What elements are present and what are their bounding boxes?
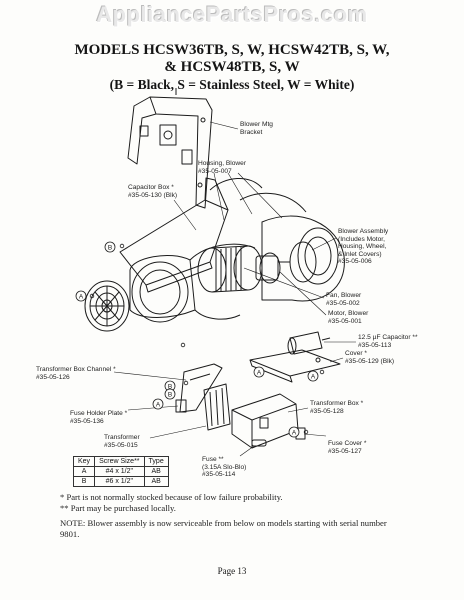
col-header-type: Type [143, 456, 169, 467]
col-header-screw-size: Screw Size** [94, 456, 145, 467]
capacitor-box-drawing [119, 177, 229, 293]
blower-assembly-drawing [209, 177, 345, 302]
callout-b: B [168, 384, 172, 391]
table-row: B #6 x 1/2" AB [72, 476, 169, 487]
label-transformer: Transformer #35-05-015 [104, 434, 140, 449]
table-cell: #4 x 1/2" [94, 466, 145, 477]
label-blower-assembly: Blower Assembly (Includes Motor, Housing… [338, 228, 389, 266]
table-header-row: Key Screw Size** Type [72, 456, 169, 467]
label-transformer-box: Transformer Box * #35-05-128 [310, 400, 364, 415]
table-cell: AB [143, 466, 169, 477]
page-number: Page 13 [217, 566, 247, 576]
label-transformer-channel: Transformer Box Channel * #35-05-126 [36, 366, 116, 381]
table-cell: B [72, 476, 96, 487]
label-cover: Cover * #35-05-129 (Blk) [345, 350, 395, 365]
screw-key-table: Key Screw Size** Type A #4 x 1/2" AB B #… [72, 456, 169, 487]
fuse-drawing [251, 439, 267, 447]
service-note-line1: NOTE: Blower assembly is now serviceable… [60, 518, 387, 528]
label-fuse-holder-plate: Fuse Holder Plate * #35-05-136 [70, 410, 128, 425]
label-fan: Fan, Blower #35-05-002 [326, 292, 362, 307]
label-capacitor: 12.5 µF Capacitor ** #35-05-113 [358, 334, 418, 349]
table-row: A #4 x 1/2" AB [72, 466, 169, 477]
service-note-line2: 9801. [60, 529, 80, 539]
label-blower-bracket: Blower Mtg Bracket [240, 121, 273, 136]
leader-lines [113, 121, 356, 457]
label-fuse-cover: Fuse Cover * #35-05-127 [328, 440, 367, 455]
watermark: AppliancePartsPros.com [96, 2, 368, 27]
blower-bracket-drawing [127, 88, 213, 209]
callout-a: A [292, 430, 297, 437]
color-legend-line: (B = Black, S = Stainless Steel, W = Whi… [109, 77, 355, 92]
label-motor: Motor, Blower #35-05-001 [328, 310, 369, 325]
table-cell: A [72, 466, 96, 477]
label-fuse: Fuse ** (3.15A Slo-Blo) #35-05-114 [202, 456, 247, 479]
table-cell: AB [143, 476, 169, 487]
label-housing: Housing, Blower #35-05-007 [198, 160, 247, 175]
screws [89, 243, 325, 435]
inlet-grille-drawing [84, 280, 130, 332]
table-cell: #6 x 1/2" [94, 476, 145, 487]
callout-b: B [168, 392, 172, 399]
footnote-not-stocked: * Part is not normally stocked because o… [60, 492, 283, 502]
models-title-line2: & HCSW48TB, S, W [164, 59, 300, 75]
models-title-line1: MODELS HCSW36TB, S, W, HCSW42TB, S, W, [74, 42, 390, 58]
callout-a: A [156, 402, 161, 409]
callout-a: A [311, 374, 316, 381]
footnote-local-purchase: ** Part may be purchased locally. [60, 503, 176, 513]
capacitor-drawing [287, 331, 331, 355]
callouts: B A B B A A A A [75, 241, 319, 438]
col-header-key: Key [72, 456, 96, 467]
label-capacitor-box: Capacitor Box * #35-05-130 (Blk) [128, 184, 178, 199]
callout-a: A [79, 294, 84, 301]
cover-drawing [249, 349, 341, 383]
callout-a: A [257, 370, 262, 377]
transformer-drawing [203, 383, 231, 431]
callout-b: B [108, 245, 112, 252]
